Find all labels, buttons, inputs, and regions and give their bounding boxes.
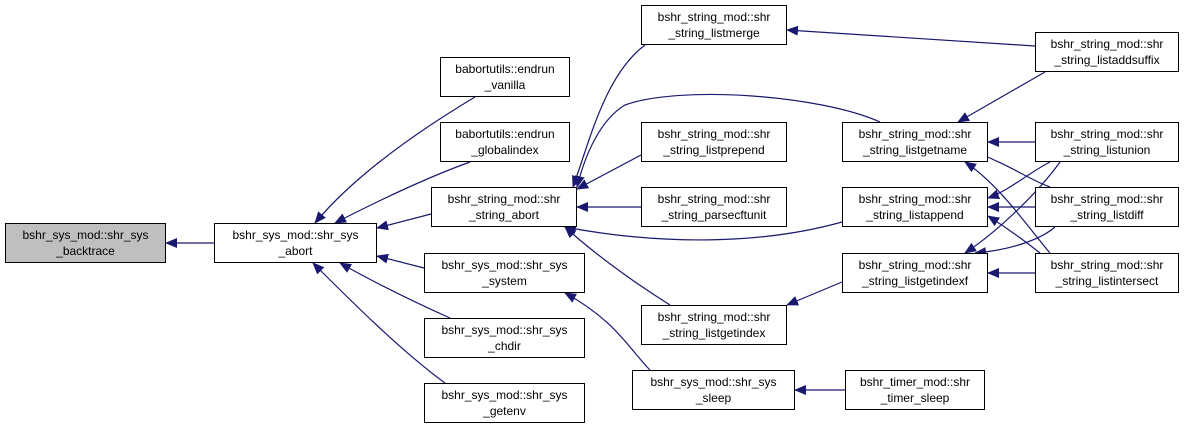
node-label-line1: bshr_string_mod::shr (1050, 127, 1164, 141)
node-shr-string-listappend[interactable]: bshr_string_mod::shr _string_listappend (842, 187, 988, 227)
node-shr-sys-getenv[interactable]: bshr_sys_mod::shr_sys _getenv (424, 383, 585, 423)
node-shr-string-listdiff[interactable]: bshr_string_mod::shr _string_listdiff (1035, 187, 1179, 227)
node-label-line1: babortutils::endrun (455, 127, 555, 141)
node-label-line1: bshr_string_mod::shr (657, 10, 771, 24)
edge-endrun-vanilla-to-abort (314, 96, 476, 224)
edge-sys-system-to-abort (376, 253, 425, 269)
node-shr-string-listgetindex[interactable]: bshr_string_mod::shr _string_listgetinde… (641, 305, 787, 345)
node-shr-string-listintersect[interactable]: bshr_string_mod::shr _string_listinterse… (1035, 253, 1179, 293)
node-label-line2: _string_listgetname (862, 143, 968, 157)
node-label-line1: bshr_string_mod::shr (657, 127, 771, 141)
node-label-line1: bshr_sys_mod::shr_sys (441, 258, 568, 272)
node-shr-sys-backtrace: bshr_sys_mod::shr_sys _backtrace (5, 223, 166, 263)
node-shr-string-listunion[interactable]: bshr_string_mod::shr _string_listunion (1035, 122, 1179, 162)
node-label-line2: _string_listaddsuffix (1054, 53, 1160, 67)
node-label-line2: _string_listintersect (1055, 274, 1159, 288)
node-shr-string-parsecftunit[interactable]: bshr_string_mod::shr _string_parsecftuni… (641, 187, 787, 227)
node-label-line1: bshr_string_mod::shr (1050, 192, 1164, 206)
node-label-line1: bshr_sys_mod::shr_sys (650, 375, 777, 389)
node-shr-string-listgetindexf[interactable]: bshr_string_mod::shr _string_listgetinde… (842, 253, 988, 293)
edge-listunion-to-listgetindexf (964, 161, 1061, 254)
node-label-line2: _abort (278, 244, 313, 258)
node-label-line2: _backtrace (56, 244, 115, 258)
node-label-line1: bshr_sys_mod::shr_sys (232, 228, 359, 242)
node-label-line2: _string_listappend (866, 208, 964, 222)
node-label-line1: bshr_timer_mod::shr (859, 375, 971, 389)
node-label-line1: bshr_string_mod::shr (858, 192, 972, 206)
node-label-line1: bshr_sys_mod::shr_sys (22, 228, 149, 242)
node-shr-sys-sleep[interactable]: bshr_sys_mod::shr_sys _sleep (632, 370, 795, 410)
node-label-line2: _string_listdiff (1070, 208, 1144, 222)
node-label-line2: _string_listunion (1063, 143, 1151, 157)
node-label-line2: _string_listgetindexf (861, 274, 969, 288)
edge-listmerge-to-string-abort (572, 44, 646, 188)
node-label-line2: _string_listgetindex (662, 326, 766, 340)
edge-listgetindex-to-string-abort (564, 226, 671, 306)
edge-sys-sleep-to-sys-system (564, 292, 651, 371)
node-shr-string-listprepend[interactable]: bshr_string_mod::shr _string_listprepend (641, 122, 787, 162)
node-label-line2: _timer_sleep (880, 391, 950, 405)
edge-listgetindexf-to-listgetindex (786, 281, 843, 306)
node-shr-timer-sleep[interactable]: bshr_timer_mod::shr _timer_sleep (845, 370, 985, 410)
node-shr-string-abort[interactable]: bshr_string_mod::shr _string_abort (431, 187, 577, 227)
edge-listgetname-to-string-abort (574, 93, 881, 188)
node-label-line1: bshr_string_mod::shr (858, 258, 972, 272)
node-label-line2: _getenv (483, 404, 526, 418)
node-label-line2: _string_parsecftunit (661, 208, 767, 222)
edge-listaddsuffix-to-listmerge (786, 25, 1036, 47)
edge-listunion-to-listappend (987, 161, 1051, 199)
edge-listprepend-to-string-abort (576, 154, 642, 190)
node-label-line1: bshr_sys_mod::shr_sys (441, 323, 568, 337)
node-label-line1: bshr_string_mod::shr (657, 192, 771, 206)
node-shr-sys-chdir[interactable]: bshr_sys_mod::shr_sys _chdir (424, 318, 585, 358)
node-label-line1: bshr_sys_mod::shr_sys (441, 388, 568, 402)
node-label-line1: bshr_string_mod::shr (1050, 258, 1164, 272)
edge-string-abort-to-abort (376, 213, 432, 231)
edge-listaddsuffix-to-listgetname (957, 71, 1046, 123)
node-endrun-globalindex[interactable]: babortutils::endrun _globalindex (440, 122, 570, 162)
node-label-line1: bshr_string_mod::shr (1050, 37, 1164, 51)
edge-sys-getenv-to-abort (312, 262, 446, 384)
node-label-line2: _string_abort (468, 208, 540, 222)
node-label-line2: _system (482, 274, 527, 288)
node-label-line2: _globalindex (471, 143, 539, 157)
node-label-line1: bshr_string_mod::shr (657, 310, 771, 324)
node-shr-sys-system[interactable]: bshr_sys_mod::shr_sys _system (424, 253, 585, 293)
node-label-line2: _chdir (488, 339, 521, 353)
edge-listdiff-to-listgetindexf (974, 226, 1056, 258)
node-label-line2: _sleep (695, 391, 732, 405)
node-label-line2: _string_listmerge (668, 26, 760, 40)
edge-listintersect-to-listappend (987, 215, 1041, 254)
node-shr-string-listaddsuffix[interactable]: bshr_string_mod::shr _string_listaddsuff… (1035, 32, 1179, 72)
node-shr-string-listmerge[interactable]: bshr_string_mod::shr _string_listmerge (641, 5, 787, 45)
node-label-line1: babortutils::endrun (455, 62, 555, 76)
node-shr-sys-abort[interactable]: bshr_sys_mod::shr_sys _abort (214, 223, 377, 263)
node-label-line2: _vanilla (484, 78, 526, 92)
node-label-line2: _string_listprepend (663, 143, 765, 157)
edge-listappend-to-string-abort (564, 221, 843, 241)
node-shr-string-listgetname[interactable]: bshr_string_mod::shr _string_listgetname (842, 122, 988, 162)
edge-sys-chdir-to-abort (339, 262, 451, 319)
edge-endrun-globalindex-to-abort (334, 161, 471, 224)
node-label-line1: bshr_string_mod::shr (447, 192, 561, 206)
node-endrun-vanilla[interactable]: babortutils::endrun _vanilla (440, 57, 570, 97)
node-label-line1: bshr_string_mod::shr (858, 127, 972, 141)
